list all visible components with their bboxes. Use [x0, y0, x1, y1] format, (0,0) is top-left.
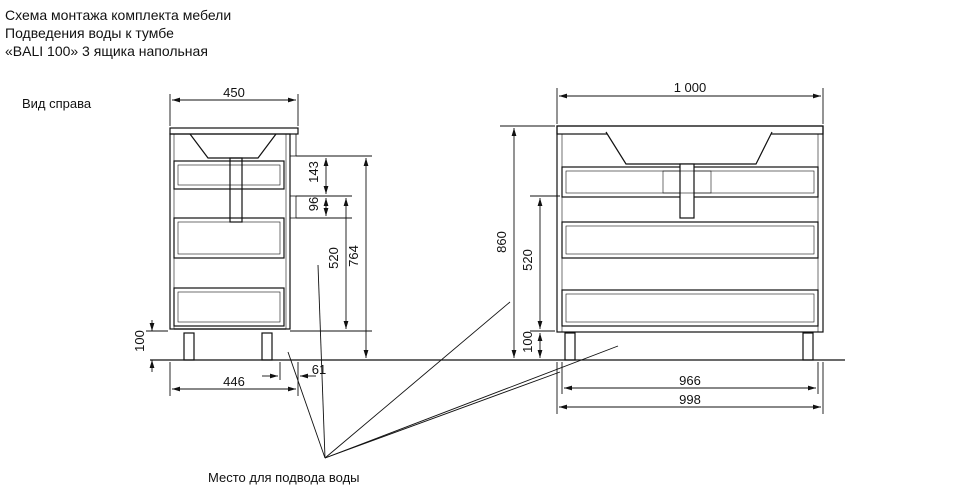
title-line-2: Подведения воды к тумбе: [5, 25, 174, 41]
front-width-998: 998: [679, 392, 701, 407]
side-offset-61: 61: [312, 362, 326, 377]
side-height-143: 143: [306, 161, 321, 183]
title-line-3: «BALI 100» 3 ящика напольная: [5, 43, 208, 59]
side-width-450: 450: [223, 85, 245, 100]
side-view-cabinet: [169, 127, 299, 361]
side-view-label: Вид справа: [22, 96, 92, 111]
side-height-100: 100: [132, 330, 147, 352]
front-view-cabinet: [556, 125, 824, 361]
front-width-1000: 1 000: [674, 80, 707, 95]
title-line-1: Схема монтажа комплекта мебели: [5, 7, 232, 23]
front-height-860: 860: [494, 231, 509, 253]
side-view-dimension-lines: [146, 94, 372, 396]
side-width-446: 446: [223, 374, 245, 389]
front-height-520: 520: [520, 249, 535, 271]
side-height-764: 764: [346, 245, 361, 267]
diagram-title-block: Схема монтажа комплекта мебели Подведени…: [5, 6, 231, 60]
water-supply-leader-lines: [287, 264, 619, 459]
front-view-dimension-lines: [500, 88, 824, 414]
water-supply-label: Место для подвода воды: [208, 470, 360, 485]
front-width-966: 966: [679, 373, 701, 388]
front-height-100: 100: [520, 331, 535, 353]
side-height-96: 96: [306, 197, 321, 211]
side-height-520: 520: [326, 247, 341, 269]
